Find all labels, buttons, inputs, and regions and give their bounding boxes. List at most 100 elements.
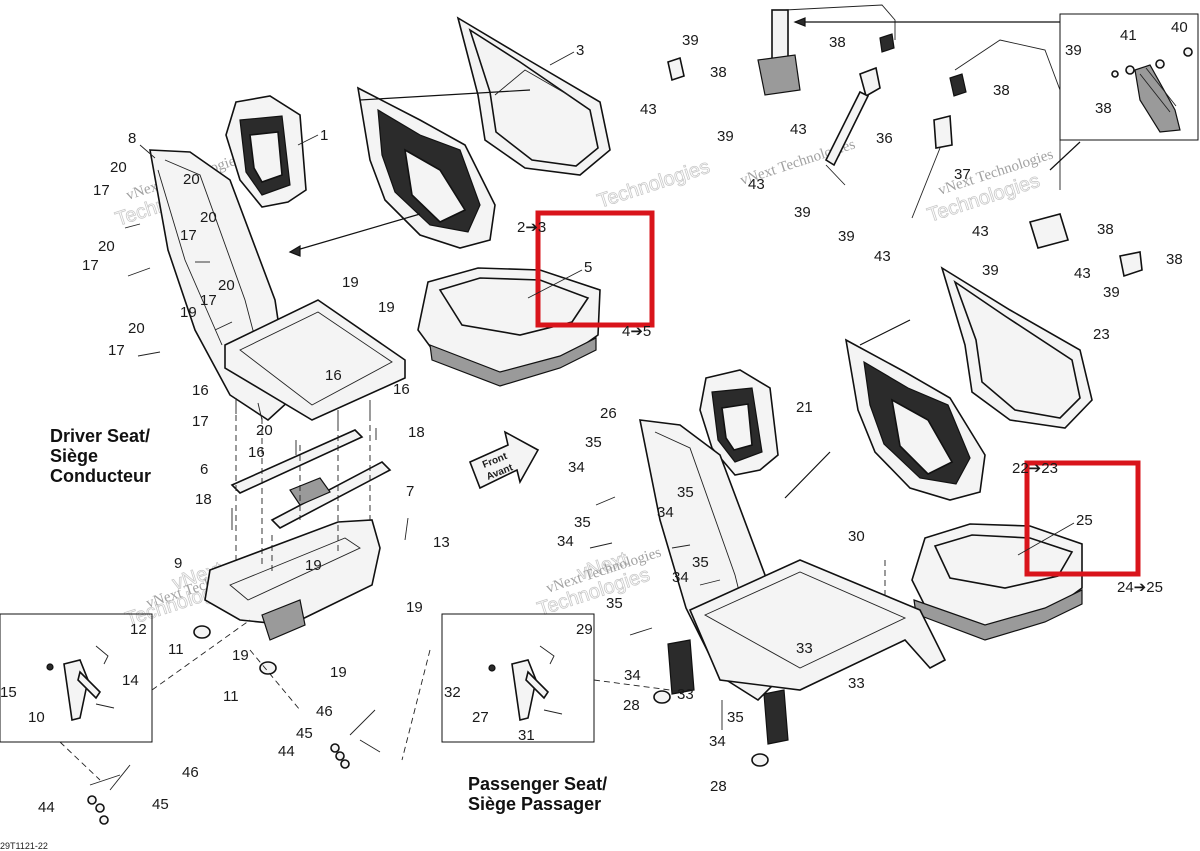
callout: 34 bbox=[568, 459, 585, 476]
callout: 17 bbox=[192, 413, 209, 430]
callout: 17 bbox=[82, 257, 99, 274]
callout: 9 bbox=[174, 555, 182, 572]
callout: 20 bbox=[218, 277, 235, 294]
callout: 35 bbox=[574, 514, 591, 531]
callout: 28 bbox=[710, 778, 727, 795]
callout: 20 bbox=[200, 209, 217, 226]
callout: 38 bbox=[1166, 251, 1183, 268]
callout: 43 bbox=[790, 121, 807, 138]
callout: 35 bbox=[692, 554, 709, 571]
callout: 40 bbox=[1171, 19, 1188, 36]
callout: 19 bbox=[305, 557, 322, 574]
callout: 19 bbox=[232, 647, 249, 664]
callout: 5 bbox=[584, 259, 592, 276]
callout: 34 bbox=[624, 667, 641, 684]
callout: 34 bbox=[557, 533, 574, 550]
seat-base-tray-part bbox=[224, 299, 406, 421]
callout: 16 bbox=[325, 367, 342, 384]
driver-seat-title: Siège bbox=[50, 446, 98, 466]
callout: 35 bbox=[677, 484, 694, 501]
callout: 8 bbox=[128, 130, 136, 147]
callout: 38 bbox=[710, 64, 727, 81]
callout: 36 bbox=[876, 130, 893, 147]
passenger-seat-title: Passenger Seat/ bbox=[468, 774, 607, 794]
callout: 17 bbox=[93, 182, 110, 199]
callout: 17 bbox=[200, 292, 217, 309]
callout: 23 bbox=[1093, 326, 1110, 343]
callout: 13 bbox=[433, 534, 450, 551]
seat-rail-part bbox=[270, 461, 392, 529]
callout: 17 bbox=[108, 342, 125, 359]
highlight-part-25 bbox=[1024, 460, 1141, 577]
callout: 29 bbox=[576, 621, 593, 638]
callout: 32 bbox=[444, 684, 461, 701]
callout: 35 bbox=[585, 434, 602, 451]
callout: 46 bbox=[316, 703, 333, 720]
callout: 16 bbox=[393, 381, 410, 398]
callout: 44 bbox=[278, 743, 295, 760]
front-direction-arrow: Front Avant bbox=[468, 430, 540, 490]
callout: 15 bbox=[0, 684, 17, 701]
callout: 14 bbox=[122, 672, 139, 689]
reference-code: 29T1121-22 bbox=[0, 841, 48, 851]
callout-labels: 1 3 2➔3 5 4➔5 8 20 20 17 20 17 20 17 20 … bbox=[0, 19, 1188, 816]
callout: 38 bbox=[993, 82, 1010, 99]
callout: 43 bbox=[640, 101, 657, 118]
callout: 11 bbox=[223, 688, 239, 705]
callout: 38 bbox=[1097, 221, 1114, 238]
callout: 39 bbox=[982, 262, 999, 279]
callout: 30 bbox=[848, 528, 865, 545]
callout: 27 bbox=[472, 709, 489, 726]
callout: 43 bbox=[874, 248, 891, 265]
callout: 17 bbox=[180, 227, 197, 244]
watermark-text: Technologies bbox=[595, 156, 713, 213]
driver-seat-assembly bbox=[124, 16, 611, 675]
callout: 39 bbox=[1103, 284, 1120, 301]
callout: 12 bbox=[130, 621, 147, 638]
callout: 19 bbox=[180, 304, 197, 321]
callout: 3 bbox=[576, 42, 584, 59]
seat-belt-assembly bbox=[667, 4, 1199, 278]
callout: 20 bbox=[110, 159, 127, 176]
callout: 34 bbox=[709, 733, 726, 750]
callout: 43 bbox=[748, 176, 765, 193]
callout: 37 bbox=[954, 166, 971, 183]
callout: 44 bbox=[38, 799, 55, 816]
callout: 25 bbox=[1076, 512, 1093, 529]
seat-lower-frame-part bbox=[204, 519, 381, 626]
callout: 33 bbox=[796, 640, 813, 657]
callout: 18 bbox=[408, 424, 425, 441]
callout: 19 bbox=[378, 299, 395, 316]
passenger-seat-title: Siège Passager bbox=[468, 794, 601, 814]
callout: 20 bbox=[128, 320, 145, 337]
callout: 20 bbox=[98, 238, 115, 255]
callout: 26 bbox=[600, 405, 617, 422]
passenger-detail-box bbox=[401, 613, 671, 761]
callout: 33 bbox=[677, 686, 694, 703]
driver-seat-title: Conducteur bbox=[50, 466, 151, 486]
callout: 21 bbox=[796, 399, 813, 416]
callout: 2➔3 bbox=[517, 219, 546, 236]
callout: 11 bbox=[168, 641, 184, 658]
callout: 33 bbox=[848, 675, 865, 692]
bolts bbox=[124, 223, 409, 541]
callout: 4➔5 bbox=[622, 323, 651, 340]
callout: 6 bbox=[200, 461, 208, 478]
callout: 16 bbox=[248, 444, 265, 461]
callout: 20 bbox=[256, 422, 273, 439]
callout: 24➔25 bbox=[1117, 579, 1163, 596]
callout: 35 bbox=[606, 595, 623, 612]
callout: 7 bbox=[406, 483, 414, 500]
callout: 34 bbox=[672, 569, 689, 586]
callout: 46 bbox=[182, 764, 199, 781]
callout: 39 bbox=[838, 228, 855, 245]
callout: 43 bbox=[972, 223, 989, 240]
callout: 45 bbox=[296, 725, 313, 742]
callout: 35 bbox=[727, 709, 744, 726]
callout: 39 bbox=[794, 204, 811, 221]
highlight-part-5 bbox=[535, 210, 655, 328]
callout: 19 bbox=[342, 274, 359, 291]
callout: 1 bbox=[320, 127, 328, 144]
callout: 43 bbox=[1074, 265, 1091, 282]
